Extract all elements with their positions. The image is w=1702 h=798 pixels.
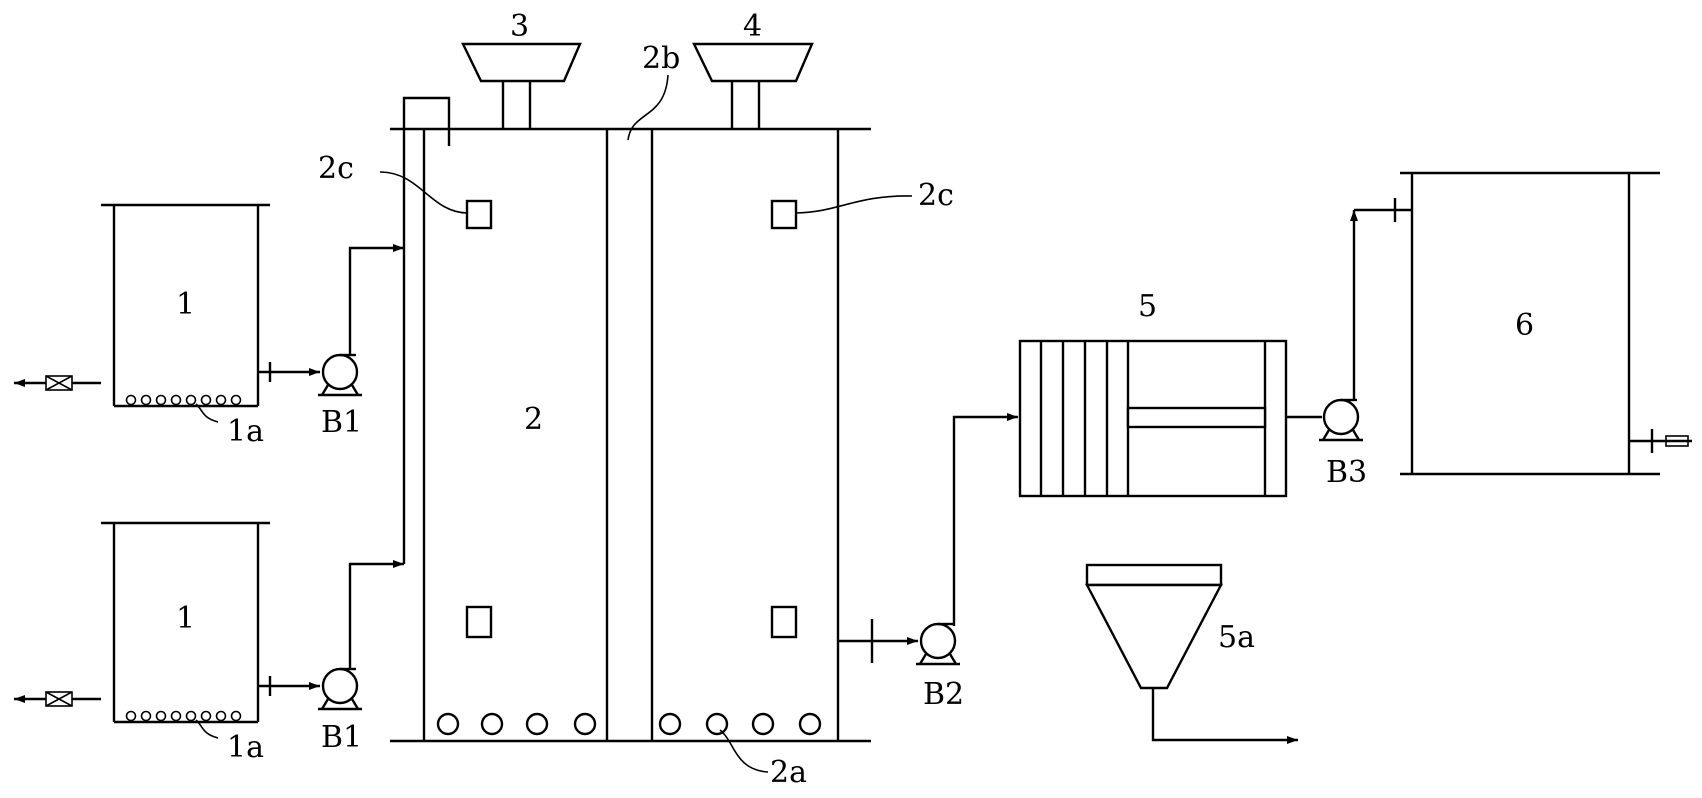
partition-2b-label: 2b xyxy=(642,41,680,76)
pump-b1-bottom-label: B1 xyxy=(321,720,362,755)
tank-6-label: 6 xyxy=(1515,308,1534,343)
pump-b2-label: B2 xyxy=(923,677,964,712)
tank-6: 6 xyxy=(1400,171,1660,476)
sensor-2c-left-label: 2c xyxy=(318,151,354,186)
pump-b3-label: B3 xyxy=(1326,455,1367,490)
hopper-4: 4 xyxy=(692,9,814,129)
tank-1-top-label: 1 xyxy=(176,287,195,322)
outlet-pipe-bottom xyxy=(258,676,320,696)
cake-hopper-5a-label: 5a xyxy=(1218,620,1255,655)
aerator-1a-bottom-label: 1a xyxy=(227,730,264,765)
filter-press-5: 5 xyxy=(1018,289,1288,498)
reactor-2: 2 xyxy=(390,127,871,743)
sensor-2c-right-label: 2c xyxy=(918,178,954,213)
aerator-1a-top xyxy=(125,394,242,406)
pump-b2: B2 xyxy=(916,622,964,712)
partition-2b: 2b xyxy=(627,41,680,141)
aerator-1a-top-label: 1a xyxy=(227,414,264,449)
tank-1-bottom-label: 1 xyxy=(176,601,195,636)
tank-6-outlet-valve xyxy=(1629,429,1692,453)
hopper-3-label: 3 xyxy=(510,9,529,44)
cake-hopper-5a: 5a xyxy=(1085,563,1298,744)
filter-press-5-label: 5 xyxy=(1138,289,1157,324)
drain-valve-top xyxy=(14,375,101,391)
tank-1-bottom: 1 1a xyxy=(101,521,270,765)
aerator-2a-label: 2a xyxy=(770,755,807,790)
tank-1-top: 1 1a xyxy=(101,203,270,449)
drain-valve-bottom xyxy=(14,691,101,707)
pump-b1-top: B1 xyxy=(318,353,362,440)
aerator-1a-bottom xyxy=(125,710,242,722)
pump-b3: B3 xyxy=(1319,398,1367,490)
sensor-2c: 2c 2c xyxy=(318,151,954,639)
hopper-3: 3 xyxy=(461,9,582,129)
pump-b1-bottom: B1 xyxy=(318,667,362,755)
reactor-outlet-pipe xyxy=(838,619,918,663)
hopper-4-label: 4 xyxy=(743,9,762,44)
outlet-pipe-top xyxy=(258,362,320,382)
reactor-2-label: 2 xyxy=(524,402,543,437)
feed-pipe xyxy=(402,96,451,564)
pump-b1-top-label: B1 xyxy=(321,405,362,440)
aerator-2a: 2a xyxy=(436,712,822,790)
